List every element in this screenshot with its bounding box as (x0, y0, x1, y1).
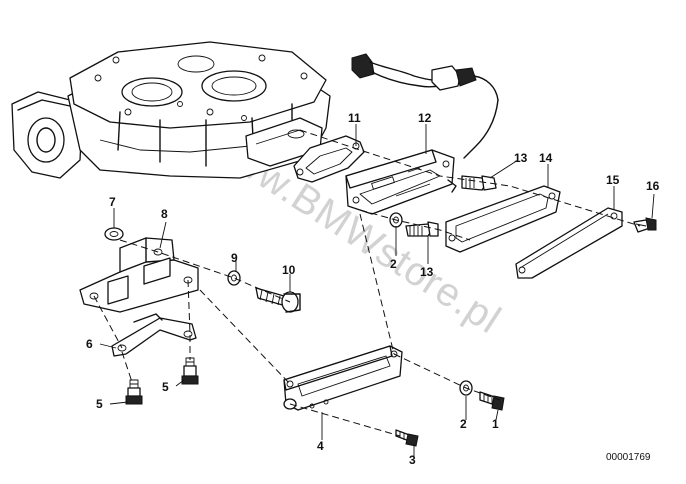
callout-3: 3 (409, 453, 416, 467)
part-14-gasket (445, 185, 561, 253)
callout-5: 5 (96, 397, 103, 411)
callout-13: 13 (514, 151, 528, 165)
part-5-screw-left (125, 379, 143, 405)
callout-1: 1 (492, 417, 499, 431)
throttle-body-housing (11, 41, 331, 179)
callout-12: 12 (418, 111, 432, 125)
callout-5: 5 (162, 380, 169, 394)
part-11-gasket (293, 135, 365, 183)
part-10-bolt (255, 287, 301, 313)
part-1-screw (479, 391, 505, 411)
part-4-control-unit (283, 345, 403, 411)
part-16-screw (633, 217, 657, 233)
assembly-axes (93, 129, 641, 437)
part-13-screw-lower (405, 221, 439, 237)
callout-6: 6 (86, 337, 93, 351)
callout-10: 10 (282, 263, 296, 277)
callout-11: 11 (348, 111, 361, 125)
callout-13: 13 (420, 265, 434, 279)
callout-9: 9 (231, 251, 238, 265)
wiring-harness (351, 53, 499, 159)
part-12-control-housing (345, 149, 457, 215)
callout-2: 2 (460, 417, 467, 431)
callout-4: 4 (317, 439, 324, 453)
part-8-bracket (79, 237, 199, 313)
callout-16: 16 (646, 179, 660, 193)
part-7-washer (104, 227, 124, 241)
part-15-cover (515, 207, 623, 279)
part-9-washer (227, 270, 241, 286)
part-13-screw-upper (461, 175, 497, 191)
diagram-reference-number: 00001769 (606, 452, 651, 463)
part-5-screw-right (181, 357, 199, 385)
callout-8: 8 (161, 207, 168, 221)
callout-2: 2 (390, 257, 397, 271)
callout-14: 14 (539, 151, 553, 165)
callout-7: 7 (109, 195, 116, 209)
part-6-plate (111, 313, 197, 357)
callout-labels: 1 2 2 3 4 5 5 6 7 8 9 10 11 12 13 13 14 … (86, 111, 660, 467)
part-3-screw (395, 429, 419, 447)
callout-15: 15 (606, 173, 620, 187)
leader-lines (99, 124, 655, 456)
